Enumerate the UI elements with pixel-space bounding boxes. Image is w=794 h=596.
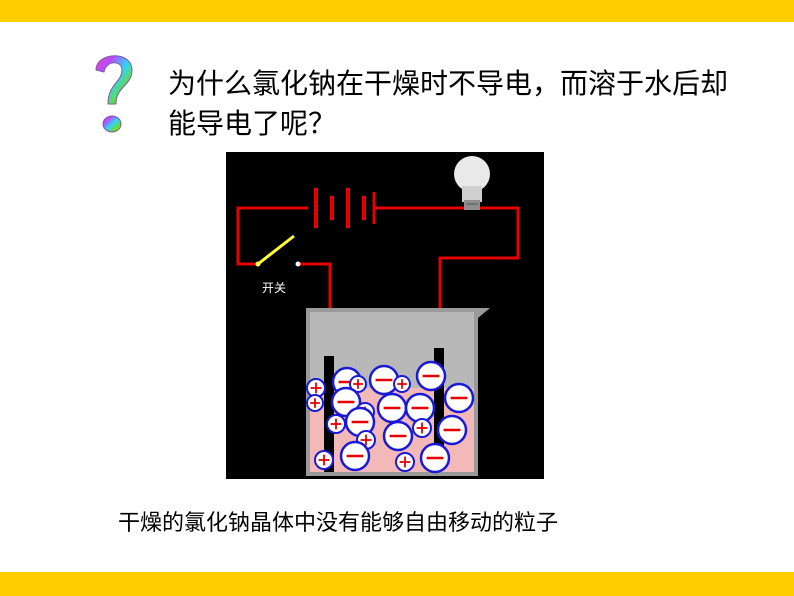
question-text: 为什么氯化钠在干燥时不导电，而溶于水后却能导电了呢？: [168, 67, 729, 140]
sodium-ion: [393, 375, 411, 393]
chloride-ion: [436, 414, 468, 446]
switch: [255, 234, 301, 267]
light-bulb-icon: [454, 156, 490, 210]
sodium-ion: [349, 375, 367, 393]
chloride-ion: [404, 392, 436, 424]
switch-label: 开关: [262, 281, 286, 295]
caption-text: 干燥的氯化钠晶体中没有能够自由移动的粒子: [118, 511, 559, 536]
left-electrode: [324, 356, 334, 472]
battery-icon: [314, 188, 376, 228]
top-banner: [0, 0, 794, 22]
sodium-ion: [395, 452, 415, 472]
sodium-ion: [306, 394, 324, 412]
sodium-ion: [326, 414, 346, 434]
conductivity-diagram: 开关: [226, 152, 544, 479]
ions: [306, 360, 475, 474]
chloride-ion: [443, 382, 475, 414]
right-electrode: [434, 348, 444, 470]
chloride-ion: [339, 440, 371, 472]
sodium-ion: [314, 450, 334, 470]
chloride-ion: [419, 442, 451, 474]
chloride-ion: [415, 360, 447, 392]
bottom-banner: [0, 572, 794, 596]
chloride-ion: [376, 392, 408, 424]
chloride-ion: [368, 364, 400, 396]
question-mark-icon: [95, 55, 133, 133]
sodium-ion: [412, 418, 432, 438]
chloride-ion: [382, 420, 414, 452]
